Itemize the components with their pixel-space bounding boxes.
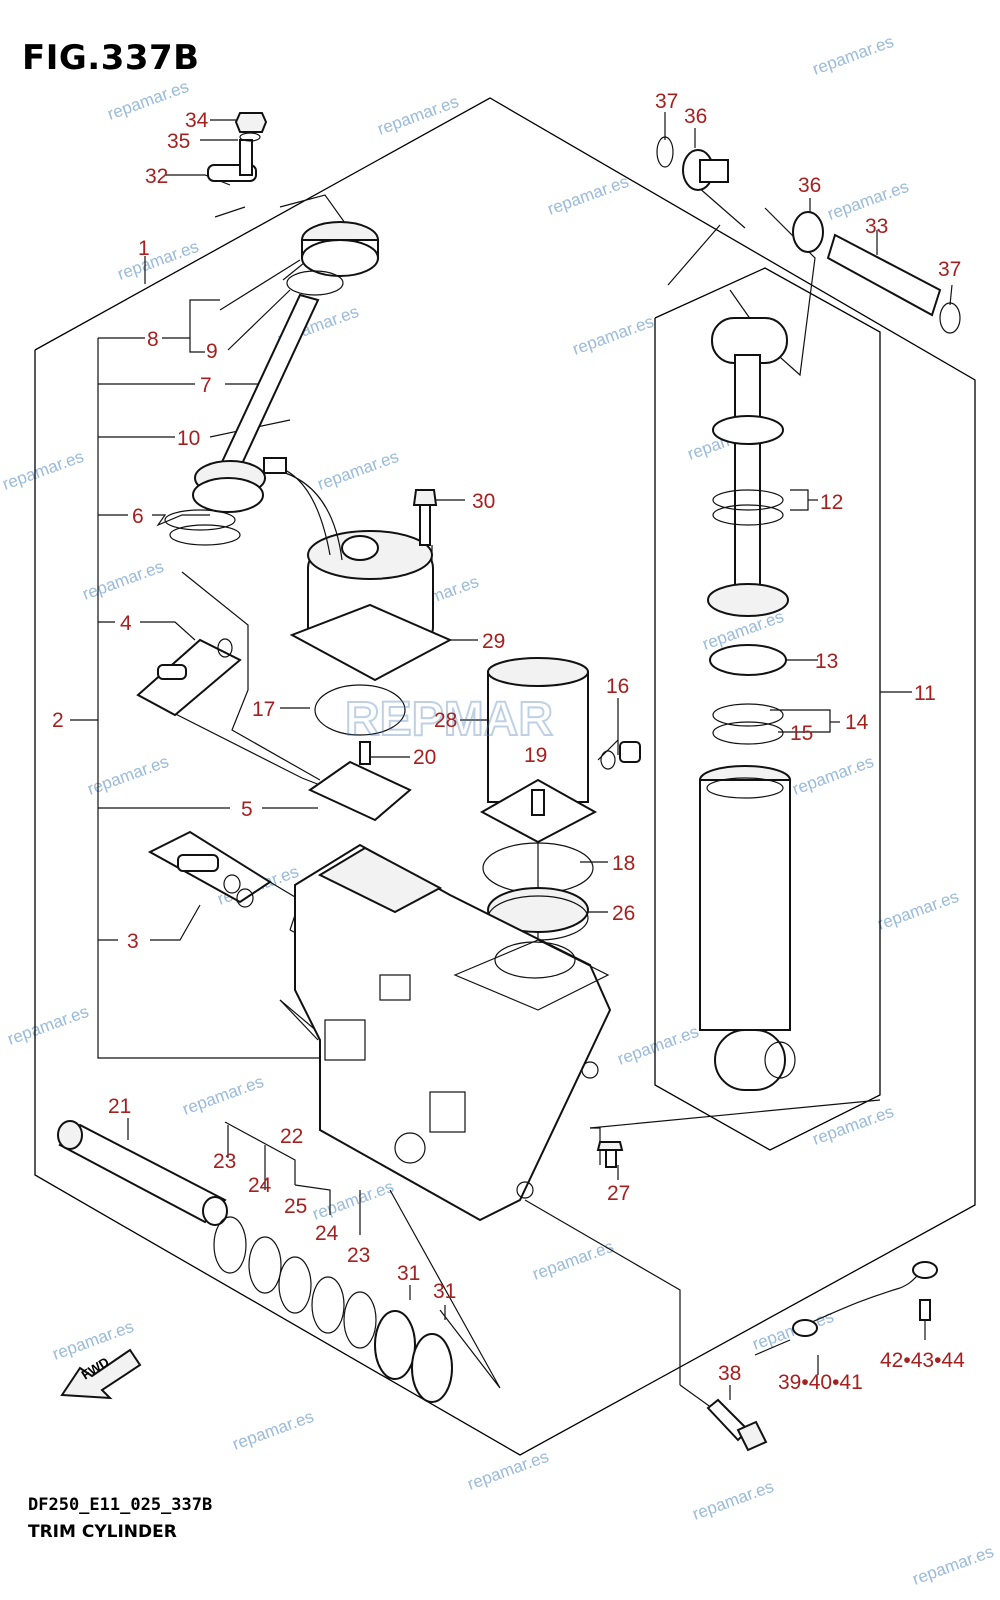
watermark: repamar.es: [910, 1542, 996, 1589]
watermark: repamar.es: [0, 447, 86, 494]
callout-11: 11: [914, 682, 936, 705]
watermark: repamar.es: [375, 92, 461, 139]
callout-9: 9: [206, 340, 218, 363]
assembly-frame: [34, 97, 976, 1456]
callout-labels: 1 2 3 4 5 6 7 8 9 10 11 12 13 14 15 16 1…: [52, 90, 965, 1394]
watermark: repamar.es: [790, 752, 876, 799]
watermark: repamar.es: [80, 557, 166, 604]
callout-31b: 31: [433, 1280, 456, 1303]
callout-37a: 37: [655, 90, 678, 113]
callout-30: 30: [472, 490, 495, 513]
callout-14: 14: [845, 711, 869, 734]
part-27-bolt: [596, 1141, 624, 1168]
part-5-plate: [308, 741, 412, 822]
watermark: repamar.es: [465, 1447, 551, 1494]
watermark: repamar.es: [530, 1237, 616, 1284]
callout-27: 27: [607, 1182, 630, 1205]
part-38-bolt: [706, 1398, 768, 1452]
watermark: repamar.es: [5, 1002, 91, 1049]
callout-31a: 31: [397, 1262, 420, 1285]
watermark: repamar.es: [875, 887, 961, 934]
callout-6: 6: [132, 505, 144, 528]
fwd-arrow: FWD: [60, 1348, 142, 1400]
callout-17: 17: [252, 698, 275, 721]
callout-22: 22: [280, 1125, 303, 1148]
callout-42-44: 42•43•44: [880, 1349, 965, 1372]
watermark: repamar.es: [545, 172, 631, 219]
callout-1: 1: [138, 237, 150, 260]
callout-37b: 37: [938, 258, 961, 281]
watermark: repamar.es: [180, 1072, 266, 1119]
callout-21: 21: [108, 1095, 131, 1118]
callout-23b: 23: [347, 1244, 370, 1267]
callout-8: 8: [147, 328, 159, 351]
watermark: repamar.es: [315, 447, 401, 494]
callout-10: 10: [177, 427, 200, 450]
callout-16: 16: [606, 675, 629, 698]
callout-4: 4: [120, 612, 132, 635]
callout-35: 35: [167, 130, 190, 153]
callout-13: 13: [815, 650, 838, 673]
callout-5: 5: [241, 798, 253, 821]
part-39-44-ground-lead: [792, 1261, 938, 1337]
part-32-stud: [207, 112, 268, 182]
part-11-rod: [707, 317, 789, 745]
model-code: DF250_E11_025_337B: [28, 1495, 213, 1515]
callout-12: 12: [820, 491, 843, 514]
callout-36b: 36: [798, 174, 821, 197]
part-4-valve: [136, 638, 242, 717]
part-23-25-rings: [213, 1216, 453, 1403]
watermark: repamar.es: [810, 32, 896, 79]
callout-7: 7: [200, 374, 212, 397]
watermark: repamar.es: [690, 1477, 776, 1524]
callout-28: 28: [434, 709, 457, 732]
part-3-valve: [147, 830, 272, 908]
watermark: repamar.es: [615, 1022, 701, 1069]
part-16-plug: [600, 741, 641, 770]
watermark: repamar.es: [310, 1177, 396, 1224]
callout-18: 18: [612, 852, 635, 875]
part-cap-assembly: [286, 221, 379, 296]
part-7-tube: [164, 293, 320, 546]
callout-23a: 23: [213, 1150, 236, 1173]
watermark: repamar.es: [105, 77, 191, 124]
part-29-motor: [263, 457, 453, 682]
callout-36a: 36: [684, 105, 707, 128]
callout-2: 2: [52, 709, 64, 732]
callout-25: 25: [284, 1195, 307, 1218]
figure-title: FIG.337B: [22, 38, 200, 78]
callout-33: 33: [865, 215, 888, 238]
logo-text: REPMAR: [345, 693, 553, 746]
callout-24a: 24: [248, 1174, 272, 1197]
callout-26: 26: [612, 902, 635, 925]
callout-24b: 24: [315, 1222, 339, 1245]
part-17-oring: [314, 684, 406, 736]
callout-38: 38: [718, 1362, 741, 1385]
part-21-pin: [57, 1120, 228, 1226]
part-28-reservoir: [479, 657, 598, 844]
part-2-housing: [294, 843, 612, 1222]
callout-34: 34: [185, 109, 209, 132]
callout-32: 32: [145, 165, 168, 188]
part-36-37-pin-parts: [656, 136, 961, 334]
callout-39-41: 39•40•41: [778, 1371, 863, 1394]
part-11-cylinder: [699, 765, 796, 1091]
figure-caption: TRIM CYLINDER: [28, 1522, 177, 1542]
callout-29: 29: [482, 630, 505, 653]
watermark-logo: REPMAR: [344, 692, 554, 747]
watermark: repamar.es: [115, 237, 201, 284]
watermark: repamar.es: [230, 1407, 316, 1454]
callout-19: 19: [524, 744, 547, 767]
callout-15: 15: [790, 722, 813, 745]
callout-20: 20: [413, 746, 436, 769]
callout-3: 3: [127, 930, 139, 953]
watermark: repamar.es: [570, 312, 656, 359]
